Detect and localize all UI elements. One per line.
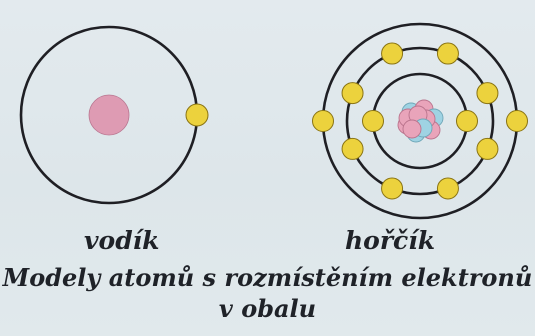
electron <box>342 138 363 159</box>
electron <box>342 83 363 104</box>
electron <box>507 111 528 132</box>
electron <box>186 104 208 126</box>
caption-line-2: v obalu <box>0 293 535 324</box>
hydrogen-nucleus <box>89 95 129 135</box>
electron <box>382 178 403 199</box>
electron <box>313 111 334 132</box>
electron <box>457 111 478 132</box>
electron <box>363 111 384 132</box>
electron <box>477 83 498 104</box>
proton <box>403 120 421 138</box>
electron <box>437 43 458 64</box>
magnesium-nucleus <box>398 100 443 142</box>
electron <box>437 178 458 199</box>
hydrogen-label: vodík <box>84 226 160 255</box>
hydrogen-atom <box>21 27 208 203</box>
caption-line-1: Modely atomů s rozmístěním elektronů <box>0 262 535 293</box>
electron <box>382 43 403 64</box>
electron <box>477 138 498 159</box>
magnesium-label: hořčík <box>345 226 435 255</box>
magnesium-atom <box>313 24 528 218</box>
figure-caption: Modely atomů s rozmístěním elektronů v o… <box>0 262 535 324</box>
